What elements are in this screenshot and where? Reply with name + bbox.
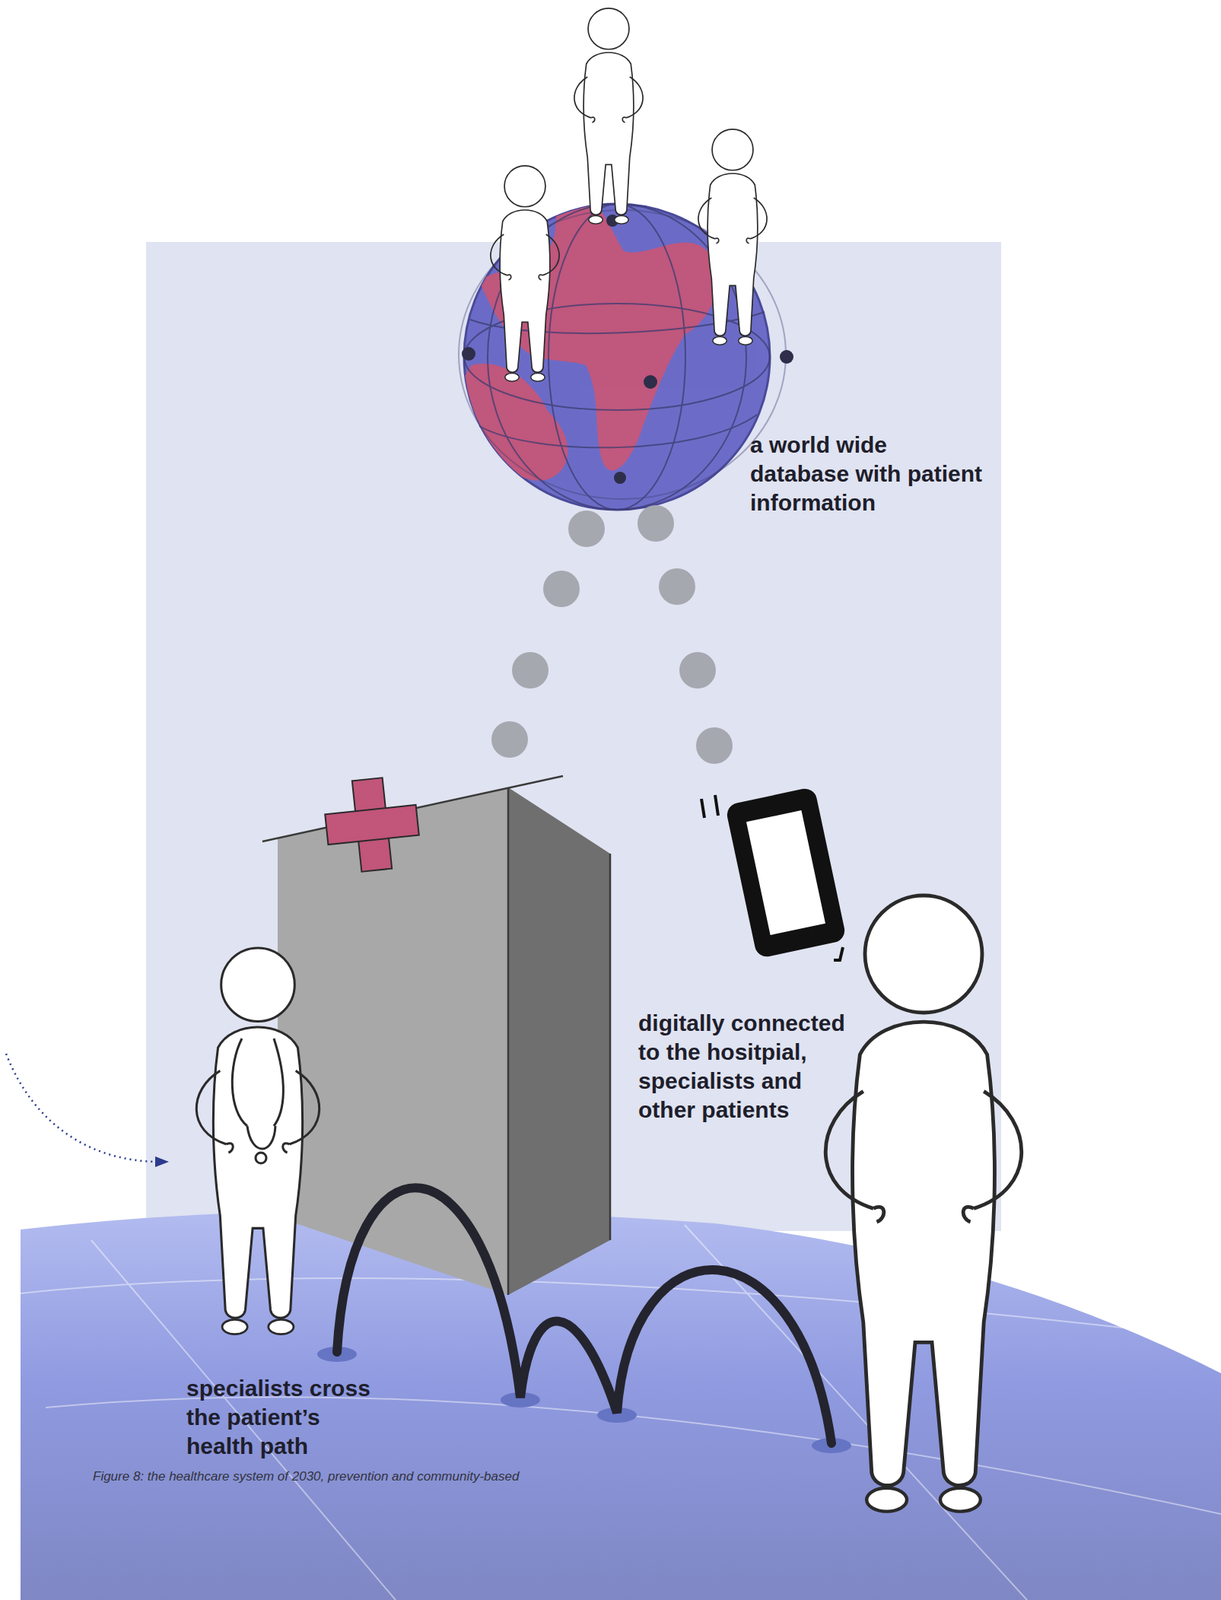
stethoscope [232, 1038, 283, 1149]
health-path [317, 1187, 852, 1454]
patient-figure [825, 895, 1021, 1512]
person-figure [574, 8, 643, 224]
callout-label: specialists cross the patient’s health p… [186, 1373, 377, 1461]
callout-label: a world wide database with patient infor… [750, 430, 986, 518]
dotted-arrow [6, 1053, 169, 1167]
person-figure [698, 129, 767, 345]
hospital-building [262, 774, 611, 1295]
person-figure [490, 165, 560, 382]
figure-caption: Figure 8: the healthcare system of 2030,… [92, 1468, 519, 1485]
tablet-device [724, 786, 847, 959]
callout-label: digitally connected to the hositpial, sp… [638, 1008, 858, 1125]
doctor-figure [196, 947, 320, 1335]
data-dots [491, 505, 733, 764]
